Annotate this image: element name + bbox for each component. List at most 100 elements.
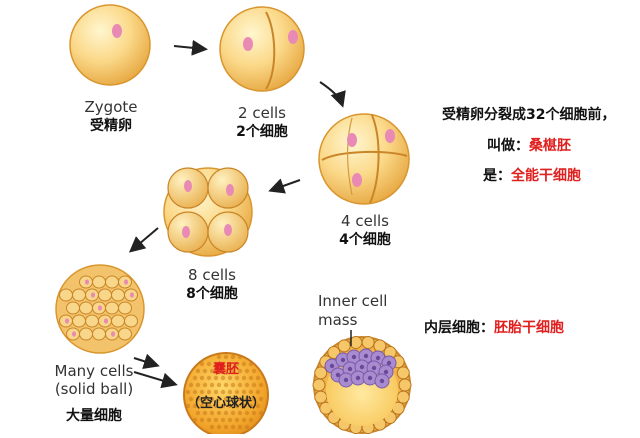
- note-line-4-prefix: 内层细胞：: [424, 320, 494, 336]
- blastocyst-surface-cell: [213, 361, 219, 367]
- morula-cell: [111, 314, 125, 328]
- blastocyst-surface-cell: [216, 368, 222, 374]
- blastocyst-surface-cell: [241, 417, 247, 423]
- inner-mass-nucleus: [359, 364, 365, 370]
- eight-cells-label-en: 8 cells: [188, 266, 236, 284]
- inner-mass-nucleus: [383, 369, 389, 375]
- blastocyst-surface-cell: [192, 389, 198, 395]
- trophoblast-cell: [361, 335, 375, 349]
- arrow-8-to-many: [128, 227, 159, 253]
- blastocyst-surface-cell: [227, 375, 233, 381]
- blastocyst-surface-cell: [192, 417, 198, 423]
- note-line-4: 内层细胞：胚胎干细胞: [424, 317, 564, 337]
- blastocyst-surface-cell: [195, 396, 201, 402]
- inner-mass-nucleus: [343, 377, 349, 383]
- blastocyst-surface-cell: [209, 368, 215, 374]
- eight-cells-label-zh: 8个细胞: [186, 286, 238, 302]
- note-line-3-prefix: 是：: [483, 168, 511, 184]
- morula-nucleus: [72, 331, 76, 337]
- blastocyst-surface-cell: [209, 424, 215, 430]
- blastocyst-surface-cell: [216, 424, 222, 430]
- morula-cell: [72, 288, 86, 302]
- blastocyst-surface-cell: [206, 361, 212, 367]
- blastocyst-surface-cell: [258, 410, 264, 416]
- morula-nucleus: [98, 305, 102, 311]
- trophoblast-cell: [396, 366, 410, 380]
- blastocyst-surface-cell: [213, 417, 219, 423]
- morula-nucleus: [130, 292, 134, 298]
- blastocyst-surface-cell: [227, 361, 233, 367]
- blastocyst-surface-cell: [241, 375, 247, 381]
- blastocyst-surface-cell: [216, 410, 222, 416]
- blastocyst-surface-cell: [195, 368, 201, 374]
- inner-mass-nucleus: [329, 363, 335, 369]
- morula-term: 桑椹胚: [529, 138, 571, 154]
- blastocyst-surface-cell: [216, 382, 222, 388]
- blastocyst-surface-cell: [248, 417, 254, 423]
- blastocyst-surface-cell: [223, 382, 229, 388]
- blastocyst-sub-label: （空心球状）: [186, 396, 265, 411]
- two-cells-label-zh: 2个细胞: [236, 124, 288, 140]
- blastocyst-surface-cell: [241, 389, 247, 395]
- blastocyst-surface-cell: [227, 403, 233, 409]
- morula-cell: [111, 288, 125, 302]
- morula-ball: [55, 264, 145, 354]
- note-line-2: 叫做：桑椹胚: [487, 135, 571, 155]
- blastocyst-surface-cell: [206, 403, 212, 409]
- morula-cell: [98, 288, 112, 302]
- morula-nucleus: [124, 279, 128, 285]
- morula-cell: [105, 301, 119, 315]
- inner-mass-nucleus: [355, 375, 361, 381]
- morula-nucleus: [85, 279, 89, 285]
- blastocyst-surface-cell: [216, 354, 222, 360]
- inner-cell-mass-section: [312, 335, 412, 435]
- inner-mass-nucleus: [367, 375, 373, 381]
- blastocyst-surface-cell: [199, 361, 205, 367]
- blastocyst-surface-cell: [188, 396, 194, 402]
- inner-mass-nucleus: [351, 354, 357, 360]
- blastocyst-surface-cell: [216, 396, 222, 402]
- blastocyst-surface-cell: [244, 410, 250, 416]
- blastocyst-surface-cell: [199, 375, 205, 381]
- blastocyst-surface-cell: [202, 368, 208, 374]
- blastocyst-surface-cell: [202, 396, 208, 402]
- note-line-2-prefix: 叫做：: [487, 138, 529, 154]
- blastocyst-surface-cell: [234, 375, 240, 381]
- blastocyst-surface-cell: [241, 403, 247, 409]
- trophoblast-cell: [314, 366, 328, 380]
- morula-cell: [79, 327, 93, 341]
- solid-ball-label-en: (solid ball): [54, 380, 134, 398]
- zygote-label-en: Zygote: [84, 98, 138, 116]
- blastocyst-surface-cell: [244, 396, 250, 402]
- blastocyst-surface-cell: [220, 389, 226, 395]
- blastocyst-surface-cell: [237, 424, 243, 430]
- inner-mass-nucleus: [335, 372, 341, 378]
- morula-cell: [105, 275, 119, 289]
- blastocyst-surface-cell: [230, 368, 236, 374]
- morula-nucleus: [104, 318, 108, 324]
- blastocyst-surface-cell: [258, 396, 264, 402]
- two-cells-label-en: 2 cells: [238, 104, 286, 122]
- blastocyst-surface-cell: [188, 382, 194, 388]
- many-cells-label-zh: 大量细胞: [66, 408, 122, 424]
- blastocyst-surface-cell: [255, 403, 261, 409]
- embryonic-stem-cell-term: 胚胎干细胞: [494, 320, 564, 336]
- blastocyst-surface-cell: [195, 382, 201, 388]
- morula-cell: [92, 275, 106, 289]
- blastocyst-surface-cell: [223, 410, 229, 416]
- blastocyst-surface-cell: [251, 368, 257, 374]
- trophoblast-cell: [312, 378, 326, 392]
- morula-nucleus: [91, 292, 95, 298]
- blastocyst-surface-cell: [206, 375, 212, 381]
- mass-label-en: mass: [318, 311, 358, 329]
- blastocyst-surface-cell: [230, 354, 236, 360]
- blastocyst-surface-cell: [248, 361, 254, 367]
- trophoblast-cell: [396, 390, 410, 404]
- blastocyst-surface-cell: [248, 403, 254, 409]
- blastocyst-surface-cell: [237, 382, 243, 388]
- blastocyst-surface-cell: [251, 396, 257, 402]
- morula-cell: [124, 314, 138, 328]
- blastocyst-surface-cell: [199, 417, 205, 423]
- inner-mass-nucleus: [347, 366, 353, 372]
